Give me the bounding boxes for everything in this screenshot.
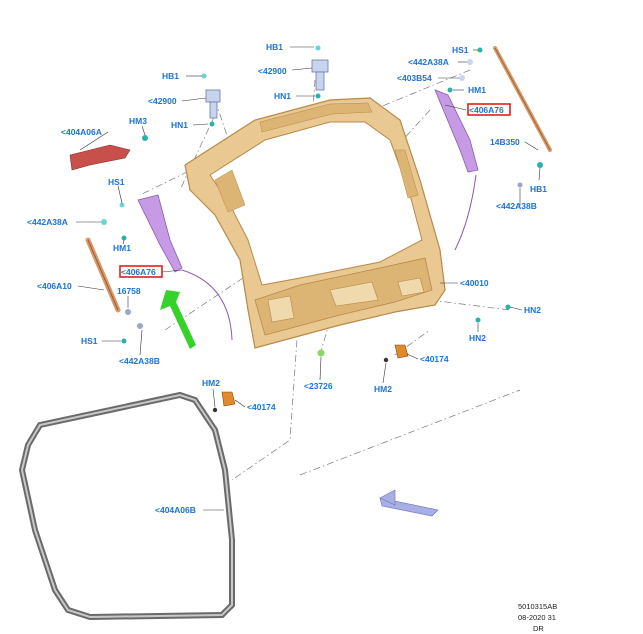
- gas-strut-left: [85, 237, 121, 313]
- label-406a10: <406A10: [37, 281, 72, 291]
- label-442a38b-right: <442A38B: [496, 201, 537, 211]
- green-arrow-icon: [160, 290, 196, 349]
- label-hn2-right: HN2: [524, 305, 541, 315]
- label-hm3: HM3: [129, 116, 147, 126]
- gas-strut-right: [493, 46, 552, 152]
- trim-406a76-left: [137, 194, 233, 341]
- label-hs1-left: HS1: [108, 177, 125, 187]
- label-403b54: <403B54: [397, 73, 432, 83]
- label-14b350: 14B350: [490, 137, 520, 147]
- label-40010: <40010: [460, 278, 489, 288]
- label-442a38a-right: <442A38A: [408, 57, 449, 67]
- fasteners: [101, 47, 543, 357]
- weatherstrip-404a06a: [69, 144, 131, 171]
- reference-date: 08-2020 31: [518, 613, 556, 622]
- label-42900-top: <42900: [258, 66, 287, 76]
- label-hm2-right: HM2: [374, 384, 392, 394]
- label-hb1-left: HB1: [162, 71, 179, 81]
- label-hb1-right: HB1: [530, 184, 547, 194]
- label-406a76-right: <406A76: [469, 105, 504, 115]
- label-16758: 16758: [117, 286, 141, 296]
- label-hm1-left: HM1: [113, 243, 131, 253]
- label-40174-left: <40174: [247, 402, 276, 412]
- label-404a06b: <404A06B: [155, 505, 196, 515]
- highlight-406a76-left: [119, 265, 163, 278]
- liftgate-door: [184, 97, 446, 349]
- highlight-406a76-right: [467, 103, 511, 116]
- label-hn1-left: HN1: [171, 120, 188, 130]
- label-hm1-right: HM1: [468, 85, 486, 95]
- label-hs1-right: HS1: [452, 45, 469, 55]
- hinge-left: [201, 73, 221, 127]
- hinge-top: [311, 45, 329, 99]
- label-40174-right: <40174: [420, 354, 449, 364]
- label-hb1-top: HB1: [266, 42, 283, 52]
- label-hs1-bottom: HS1: [81, 336, 98, 346]
- latch-40174: [212, 344, 409, 413]
- reference-suffix: DR: [533, 624, 544, 633]
- view-direction-arrow-icon: [379, 489, 439, 517]
- label-23726: <23726: [304, 381, 333, 391]
- label-hn2-bottom: HN2: [469, 333, 486, 343]
- label-404a06a: <404A06A: [61, 127, 102, 137]
- part-labels: HB1 <42900 HN1 HB1 <42900 HN1 HM3 <404A0…: [27, 42, 547, 515]
- label-442a38a-left: <442A38A: [27, 217, 68, 227]
- door-seal-404a06b: [18, 391, 235, 621]
- label-442a38b-left: <442A38B: [119, 356, 160, 366]
- label-hn1-top: HN1: [274, 91, 291, 101]
- drawing-reference: 5010315AB 08-2020 31 DR: [518, 602, 557, 633]
- label-406a76-left: <406A76: [121, 267, 156, 277]
- reference-code: 5010315AB: [518, 602, 557, 611]
- leader-lines: [76, 46, 541, 511]
- label-hm2-left: HM2: [202, 378, 220, 388]
- label-42900-left: <42900: [148, 96, 177, 106]
- trim-406a76-right: [434, 89, 479, 251]
